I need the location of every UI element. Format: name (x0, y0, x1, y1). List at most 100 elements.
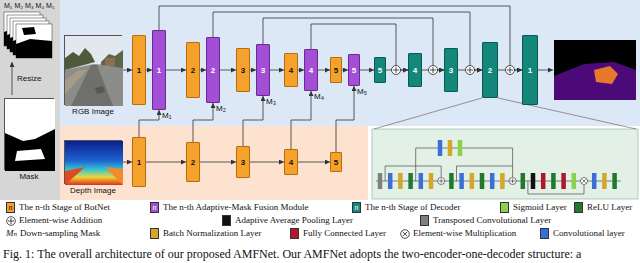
circle-shape (506, 66, 515, 75)
legend-text: The n-th Stage of BotNet (19, 202, 110, 213)
amf-module: 5 (348, 54, 360, 86)
rect-shape (448, 140, 453, 156)
amf-module: 1 (152, 30, 166, 110)
image-caption: Mask (19, 172, 38, 181)
line-shape (403, 232, 407, 236)
rect-shape (521, 173, 526, 189)
rect-shape (554, 40, 636, 100)
stage-number: 2 (191, 66, 195, 75)
g-shape (16, 24, 52, 58)
part-label: M₃ (266, 97, 276, 107)
rect-shape (541, 173, 546, 189)
legend-text: Element-wise Multiplication (413, 228, 516, 239)
stage-number: 1 (137, 158, 141, 167)
part-label: M₂ (15, 1, 24, 10)
connector-arrow (193, 103, 213, 142)
botnet-stage: 4 (284, 53, 298, 87)
legend-swatch (420, 215, 429, 226)
addition-symbol (6, 216, 16, 226)
decoder-stage: 1 (522, 35, 538, 105)
connector-arrow (336, 86, 354, 152)
stage-number: 4 (413, 66, 417, 75)
mask-image: Mask (4, 98, 54, 170)
polygon-shape (65, 64, 123, 106)
decoder-stage: 4 (408, 53, 422, 87)
rect-shape (470, 173, 475, 189)
stage-number: 2 (191, 158, 195, 167)
circle-shape (401, 230, 410, 239)
botnet-stage: 3 (236, 146, 250, 178)
connector-arrow (291, 91, 311, 149)
rect-shape (458, 140, 463, 156)
rect-shape (398, 173, 403, 189)
connector-arrow (250, 162, 284, 163)
stage-number: 4 (309, 66, 313, 75)
part-label: M₃ (25, 1, 34, 10)
connector-arrow (146, 162, 186, 163)
rect-shape (500, 173, 505, 189)
stage-number: 1 (137, 66, 141, 75)
stage-number: 5 (352, 66, 356, 75)
stage-number: 2 (488, 66, 492, 75)
legend-swatch (290, 228, 299, 239)
stage-number: 1 (528, 66, 532, 75)
botnet-stage: 1 (132, 137, 146, 187)
circle-shape (509, 178, 516, 185)
swatch-letter: n (352, 202, 361, 213)
legend-swatch (222, 215, 231, 226)
connector-arrow (122, 162, 132, 163)
legend-text: Sigmoid Layer (513, 202, 567, 213)
decoder-stage: 2 (482, 42, 498, 98)
stage-number: 3 (241, 158, 245, 167)
depth-band (60, 126, 368, 200)
rect-shape (531, 173, 536, 189)
addition-symbol (466, 66, 475, 75)
part-label: M₁ (4, 1, 12, 10)
connector-arrow (200, 162, 236, 163)
connector-arrow (220, 70, 236, 71)
stage-number: 3 (261, 66, 265, 75)
line-shape (512, 179, 513, 184)
zoom-line (374, 98, 482, 129)
rect-shape (5, 99, 55, 171)
stage-number: 3 (449, 66, 453, 75)
circle-shape (392, 66, 401, 75)
stage-number: 2 (211, 66, 215, 75)
swatch-letter: n (150, 202, 159, 213)
legend-swatch (500, 202, 509, 213)
detail-inset (372, 129, 638, 199)
legend-text: Convolutional layer (553, 228, 625, 239)
stage-number: 3 (241, 66, 245, 75)
rgb-band (60, 0, 640, 126)
addition-symbol (392, 66, 401, 75)
botnet-stage: 2 (186, 42, 200, 98)
polygon-shape (65, 167, 85, 185)
line-shape (403, 232, 407, 236)
line-shape (396, 67, 397, 73)
connector-arrow (122, 70, 132, 71)
legend-swatch (150, 228, 159, 239)
botnet-stage: 2 (186, 142, 200, 182)
rect-shape (561, 173, 566, 189)
botnet-stage: 3 (236, 48, 250, 92)
rgb-image: RGB Image (64, 35, 122, 105)
image-caption: RGB Image (72, 107, 114, 116)
rect-shape (602, 173, 607, 189)
circle-shape (581, 178, 588, 185)
amf-module: 4 (304, 49, 318, 91)
connector-arrow (360, 70, 374, 71)
botnet-stage: 4 (284, 149, 298, 175)
rect-shape (419, 173, 424, 189)
legend-text: The n-th Adaptive-Mask Fusion Module (163, 202, 309, 213)
polygon-shape (95, 86, 105, 94)
segmentation-output (554, 40, 636, 100)
rect-shape (429, 173, 434, 189)
mask-panel (0, 0, 60, 200)
legend-text: The n-th Stage of Decoder (365, 202, 460, 213)
rect-shape (459, 173, 464, 189)
swatch-letter: n (6, 202, 15, 213)
mask-stack (4, 12, 52, 58)
connector-arrow (243, 96, 263, 146)
line-shape (582, 179, 585, 182)
